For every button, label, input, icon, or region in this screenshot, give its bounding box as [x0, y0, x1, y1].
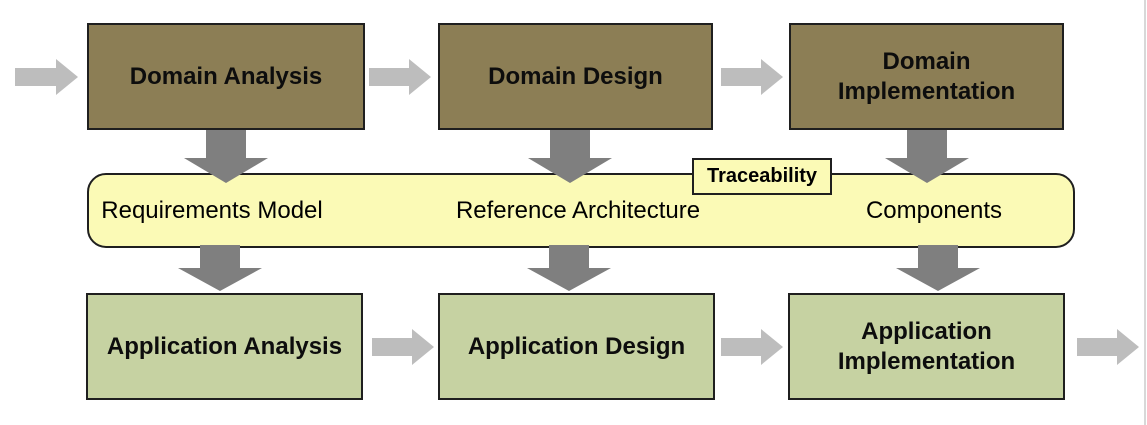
page-edge-line [1144, 0, 1146, 425]
box-application-analysis-label: Application Analysis [106, 332, 343, 360]
application-analysis-to-design-arrow-icon [372, 329, 434, 365]
domain-design-to-band-arrow-icon [528, 130, 612, 183]
application-design-to-implementation-arrow-icon [721, 329, 783, 365]
band-to-application-implementation-arrow-icon [896, 245, 980, 291]
band-to-application-design-arrow-icon [527, 245, 611, 291]
input-arrow-icon [15, 59, 78, 95]
output-arrow-icon [1077, 329, 1139, 365]
box-application-analysis: Application Analysis [86, 293, 363, 400]
box-domain-design-label: Domain Design [488, 62, 663, 90]
band-item-components: Components [865, 197, 1003, 224]
box-application-implementation-label: Application Implementation [837, 317, 1016, 375]
box-application-design-label: Application Design [467, 332, 686, 360]
box-domain-analysis-label: Domain Analysis [129, 62, 323, 90]
box-domain-implementation-label: Domain Implementation [837, 47, 1016, 105]
box-application-design: Application Design [438, 293, 715, 400]
box-domain-implementation: Domain Implementation [789, 23, 1064, 130]
domain-design-to-implementation-arrow-icon [721, 59, 783, 95]
box-domain-analysis: Domain Analysis [87, 23, 365, 130]
band-to-application-analysis-arrow-icon [178, 245, 262, 291]
band-item-requirements-model: Requirements Model [101, 197, 323, 224]
box-domain-design: Domain Design [438, 23, 713, 130]
domain-implementation-to-band-arrow-icon [885, 130, 969, 183]
traceability-tag: Traceability [692, 158, 832, 195]
traceability-tag-label: Traceability [706, 165, 818, 187]
box-application-implementation: Application Implementation [788, 293, 1065, 400]
domain-analysis-to-band-arrow-icon [184, 130, 268, 183]
domain-analysis-to-design-arrow-icon [369, 59, 431, 95]
band-item-reference-architecture: Reference Architecture [455, 197, 701, 224]
